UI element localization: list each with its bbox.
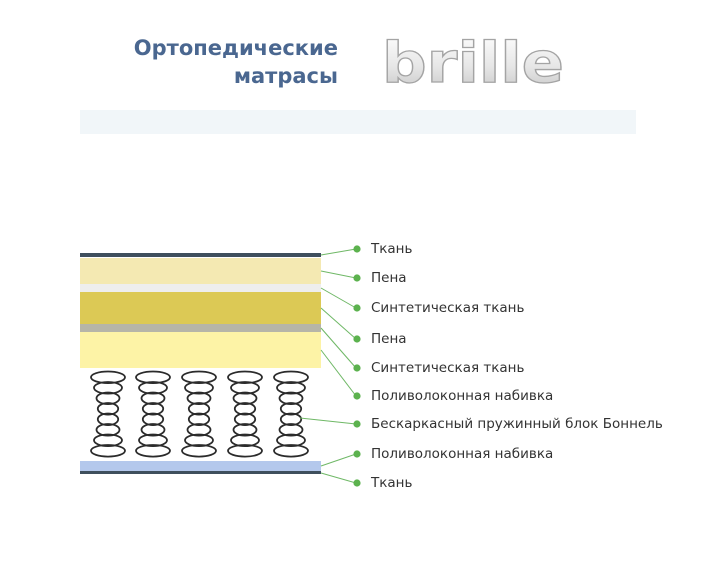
spring-turn [230, 381, 260, 395]
leader-line-1 [320, 248, 357, 256]
dot-8 [353, 450, 361, 458]
spring-turn [93, 381, 123, 395]
layer-fabric-top [80, 253, 321, 257]
leader-line-5 [320, 327, 357, 369]
leader-line-6 [320, 349, 357, 397]
spring-turn [95, 423, 121, 437]
spring-turn [184, 433, 214, 448]
dot-4 [353, 335, 361, 343]
dot-9 [353, 479, 361, 487]
spring-turn [93, 433, 123, 448]
spring-coil [227, 370, 263, 458]
leader-line-4 [320, 307, 357, 340]
label-synthetic-middle: Синтетическая ткань [371, 360, 525, 376]
dot-3 [353, 304, 361, 312]
layer-fabric-bottom [80, 471, 321, 474]
spring-turn [135, 444, 171, 458]
spring-block [90, 370, 309, 458]
dot-5 [353, 364, 361, 372]
spring-turn [186, 391, 212, 406]
spring-turn [96, 402, 120, 416]
spring-turn [273, 444, 309, 458]
spring-turn [276, 381, 306, 395]
spring-turn [278, 391, 304, 406]
spring-turn [227, 370, 263, 385]
spring-turn [96, 412, 120, 427]
label-spring-block: Бескаркасный пружинный блок Боннель [371, 416, 663, 432]
spring-turn [90, 444, 126, 458]
label-fabric-top: Ткань [371, 241, 413, 257]
leader-line-3 [320, 287, 357, 309]
spring-turn [276, 433, 306, 448]
spring-turn [230, 433, 260, 448]
dot-7 [353, 420, 361, 428]
label-foam-top: Пена [371, 270, 407, 286]
label-synthetic-top: Синтетическая ткань [371, 300, 525, 316]
spring-turn [278, 423, 304, 437]
title-line-2: матрасы [233, 64, 338, 88]
leader-line-9 [320, 472, 357, 484]
leader-line-8 [320, 453, 357, 467]
title-line-1: Ортопедические [133, 36, 338, 60]
spring-turn [279, 402, 303, 416]
spring-turn [232, 391, 258, 406]
label-fabric-bottom: Ткань [371, 475, 413, 491]
spring-turn [135, 370, 171, 385]
spring-coil [273, 370, 309, 458]
layer-foam-top [80, 258, 321, 284]
spring-turn [138, 433, 168, 448]
page-title: Ортопедические матрасы [100, 34, 338, 90]
layer-gap-1 [80, 284, 321, 292]
spring-turn [90, 370, 126, 385]
spring-turn [233, 412, 257, 427]
brand-logo: brille [382, 32, 565, 88]
spring-turn [187, 412, 211, 427]
spring-coil [135, 370, 171, 458]
spring-turn [141, 402, 165, 416]
spring-turn [232, 423, 258, 437]
spring-coil [90, 370, 126, 458]
label-polyfiber-top: Поливолоконная набивка [371, 388, 554, 404]
header-band [80, 110, 636, 134]
spring-turn [138, 381, 168, 395]
leader-line-2 [320, 270, 357, 279]
spring-turn [95, 391, 121, 406]
layer-polyfiber-bottom [80, 461, 321, 471]
spring-coil [181, 370, 217, 458]
dot-6 [353, 392, 361, 400]
spring-turn [184, 381, 214, 395]
spring-turn [181, 370, 217, 385]
spring-turn [140, 423, 166, 437]
label-foam-middle: Пена [371, 331, 407, 347]
spring-turn [279, 412, 303, 427]
layer-separator [80, 324, 321, 332]
spring-turn [140, 391, 166, 406]
layer-foam-middle [80, 332, 321, 368]
dot-2 [353, 274, 361, 282]
label-polyfiber-bottom: Поливолоконная набивка [371, 446, 554, 462]
spring-turn [273, 370, 309, 385]
layer-synthetic-top [80, 292, 321, 324]
spring-turn [181, 444, 217, 458]
brand-logo-text: brille [382, 32, 564, 88]
spring-turn [187, 402, 211, 416]
spring-turn [227, 444, 263, 458]
leader-line-7 [299, 417, 357, 425]
spring-turn [141, 412, 165, 427]
dot-1 [353, 245, 361, 253]
spring-turn [186, 423, 212, 437]
spring-turn [233, 402, 257, 416]
